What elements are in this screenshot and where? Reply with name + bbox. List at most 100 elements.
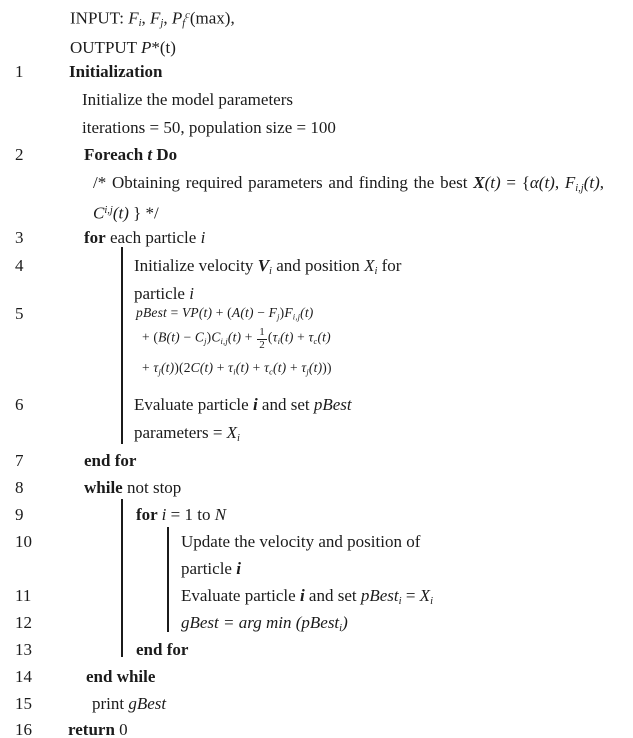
text-segment: (t) bbox=[308, 360, 323, 375]
text-segment: i bbox=[161, 505, 167, 524]
text-segment: i,j bbox=[104, 205, 113, 216]
text-segment: for bbox=[136, 505, 162, 524]
text-segment: particle bbox=[181, 559, 237, 578]
text-segment: X bbox=[419, 586, 431, 605]
text-segment: + bbox=[213, 360, 229, 375]
text-segment: gBest = arg min (pBest bbox=[181, 613, 340, 632]
text-segment: i bbox=[200, 228, 206, 247]
text-segment: particle bbox=[134, 284, 190, 303]
line-number: 10 bbox=[15, 532, 32, 551]
line-number: 14 bbox=[15, 667, 32, 686]
text-segment: i bbox=[339, 622, 343, 634]
text-segment: pBest bbox=[313, 395, 352, 414]
text-segment: i bbox=[430, 595, 433, 607]
text-segment: (t) bbox=[484, 173, 501, 192]
comment-line-1: /* Obtaining required parameters and fin… bbox=[93, 173, 604, 199]
line-update-velocity: Update the velocity and position of bbox=[181, 532, 420, 552]
line-number: 7 bbox=[15, 451, 24, 470]
text-segment: Do bbox=[152, 145, 178, 164]
line-end-for-2: end for bbox=[136, 640, 188, 660]
formula-line-1: pBest = VP(t) + (A(t) − Fj)Fi,j(t) bbox=[136, 304, 313, 326]
text-segment: F bbox=[268, 305, 278, 320]
line-gbest: gBest = arg min (pBesti) bbox=[181, 613, 348, 639]
text-segment: i bbox=[233, 367, 236, 377]
text-segment: ( bbox=[267, 329, 273, 345]
line-number: 12 bbox=[15, 613, 32, 632]
comment-line-2: Ci,j(t) } */ bbox=[93, 201, 159, 223]
text-segment: end while bbox=[86, 667, 156, 686]
text-segment: F bbox=[284, 305, 293, 320]
text-segment: INPUT: bbox=[70, 8, 129, 28]
line-number: 11 bbox=[15, 586, 32, 605]
text-segment: α(t) bbox=[529, 173, 555, 192]
text-segment: − bbox=[179, 329, 195, 345]
line-iterations: iterations = 50, population size = 100 bbox=[82, 118, 336, 138]
line-number: 1 bbox=[15, 62, 24, 81]
text-segment: pBest bbox=[136, 305, 167, 320]
formula-line-3: + τj(t))(2C(t) + τi(t) + τc(t) + τj(t))) bbox=[142, 359, 332, 381]
text-segment: = 1 to bbox=[166, 505, 215, 524]
text-segment: (t) bbox=[280, 329, 294, 345]
text-segment: + ( bbox=[212, 305, 232, 320]
text-segment: j bbox=[277, 312, 280, 322]
text-segment: (t) bbox=[160, 360, 175, 375]
text-segment: τ bbox=[153, 360, 159, 375]
line-print: print gBest bbox=[92, 694, 166, 714]
text-segment: i bbox=[277, 336, 281, 346]
line-number: 6 bbox=[15, 395, 24, 414]
text-segment: C bbox=[211, 329, 221, 345]
indent-bar bbox=[121, 247, 123, 444]
line-number: 9 bbox=[15, 505, 24, 524]
text-segment: print bbox=[92, 694, 129, 713]
text-segment: i bbox=[236, 559, 241, 578]
line-evaluate-pbest: Evaluate particle i and set pBest bbox=[134, 395, 352, 415]
text-segment: C(t) bbox=[190, 360, 214, 375]
text-segment: end for bbox=[84, 451, 137, 470]
text-segment: i bbox=[252, 395, 258, 414]
line-init-velocity: Initialize velocity Vi and position Xi f… bbox=[134, 256, 401, 282]
text-segment: F bbox=[128, 8, 139, 28]
line-init-params: Initialize the model parameters bbox=[82, 90, 293, 110]
line-evaluate-set: Evaluate particle i and set pBesti = Xi bbox=[181, 586, 433, 612]
text-segment: and set bbox=[257, 395, 314, 414]
text-segment: τ bbox=[228, 360, 234, 375]
text-segment: i bbox=[299, 586, 305, 605]
text-segment: (t) bbox=[317, 329, 331, 345]
text-segment: )) bbox=[322, 360, 332, 375]
text-segment: Initialize the model parameters bbox=[82, 90, 293, 109]
text-segment: and position bbox=[271, 256, 365, 275]
text-segment: F bbox=[150, 8, 161, 28]
text-segment: + bbox=[241, 329, 257, 345]
text-segment: + ( bbox=[142, 329, 159, 345]
text-segment: N bbox=[214, 505, 227, 524]
text-segment: X bbox=[226, 423, 238, 442]
text-segment: i bbox=[398, 595, 402, 607]
text-segment: } */ bbox=[128, 203, 159, 223]
text-segment: Foreach bbox=[84, 145, 148, 164]
text-segment: i bbox=[269, 265, 272, 277]
text-segment: C bbox=[194, 329, 205, 345]
text-segment: P bbox=[171, 8, 183, 28]
text-segment: *(t) bbox=[151, 38, 176, 57]
indent-bar bbox=[167, 527, 169, 632]
text-segment: j bbox=[160, 18, 164, 30]
text-segment: A(t) bbox=[231, 305, 254, 320]
text-segment: = { bbox=[500, 173, 530, 192]
text-segment: j bbox=[204, 336, 207, 346]
line-initialization: Initialization bbox=[69, 62, 163, 82]
text-segment: (t) bbox=[583, 173, 600, 192]
text-segment: i,j bbox=[220, 336, 228, 346]
text-segment: Initialize velocity bbox=[134, 256, 258, 275]
line-return: return 0 bbox=[68, 720, 128, 738]
text-segment: iterations = 50, population size = 100 bbox=[82, 118, 336, 137]
text-segment: , bbox=[163, 8, 172, 28]
text-segment: not stop bbox=[122, 478, 182, 497]
text-segment: τ bbox=[301, 360, 307, 375]
text-segment: , bbox=[141, 8, 151, 28]
text-segment: X bbox=[473, 173, 485, 192]
line-evaluate-pbest-cont: parameters = Xi bbox=[134, 423, 240, 449]
line-number: 8 bbox=[15, 478, 24, 497]
text-segment: Evaluate particle bbox=[181, 586, 300, 605]
